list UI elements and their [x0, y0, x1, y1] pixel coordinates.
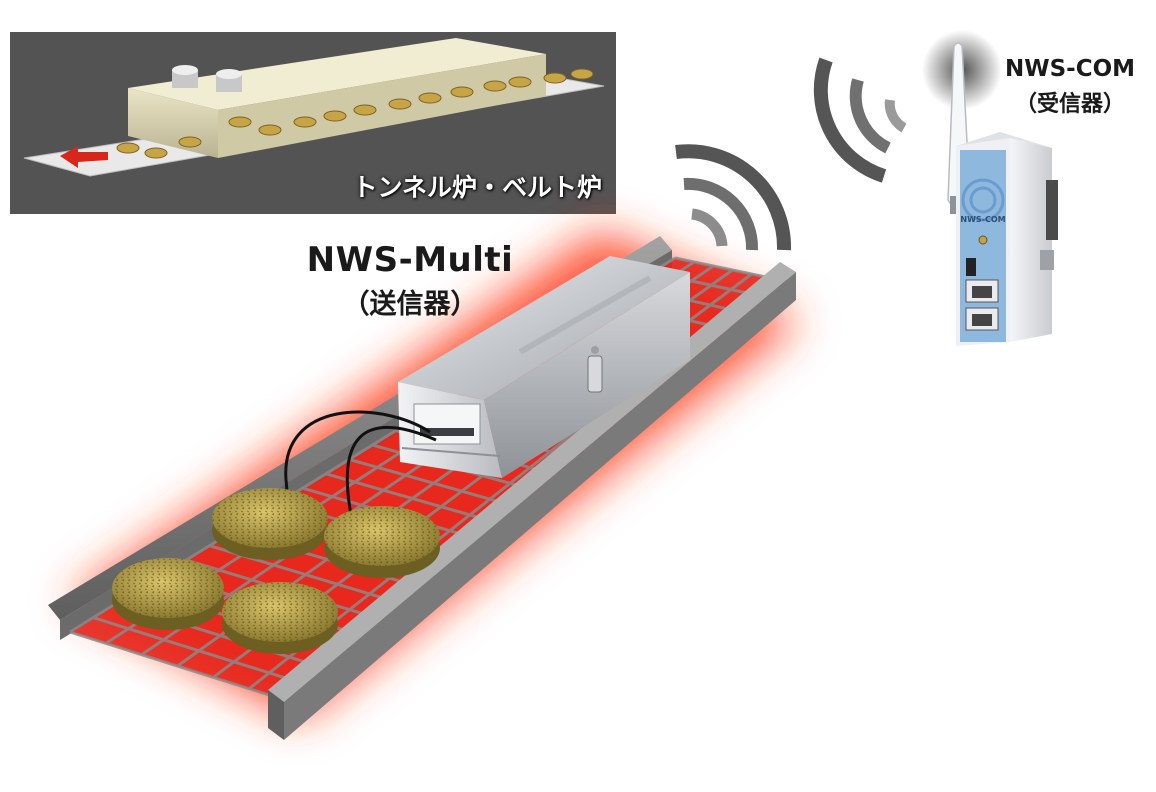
transmitter-name: NWS-Multi — [306, 240, 514, 280]
thermocouple-cable-2 — [345, 425, 437, 521]
inset-food-items — [116, 68, 594, 159]
inset-furnace-side — [218, 54, 546, 158]
wireless-signal-icon — [675, 144, 792, 251]
transmitter-role: （送信器） — [342, 289, 478, 320]
food-samples — [112, 488, 440, 654]
receiver-device: NWS-COM — [922, 30, 1058, 346]
receiver-role: （受信器） — [1014, 92, 1125, 117]
transmitter-side — [484, 272, 690, 478]
food-patty — [112, 558, 224, 630]
receiver-body-side — [1010, 138, 1052, 342]
food-patty — [324, 506, 440, 578]
transmitter-top — [398, 256, 690, 400]
arrow-left-icon — [60, 146, 108, 168]
wireless-signal-icon — [813, 57, 907, 183]
latch-icon — [587, 346, 603, 393]
receiver-device-label: NWS-COM — [960, 215, 1005, 224]
inset-chimneys — [172, 65, 242, 92]
food-patty — [222, 582, 338, 654]
food-patty — [212, 488, 328, 560]
inset-caption: トンネル炉・ベルト炉 — [352, 173, 602, 202]
transmitter-device — [284, 256, 690, 521]
transmitter-connector-panel — [413, 403, 481, 445]
furnace-inset — [10, 32, 616, 214]
receiver-name: NWS-COM — [1004, 56, 1136, 82]
